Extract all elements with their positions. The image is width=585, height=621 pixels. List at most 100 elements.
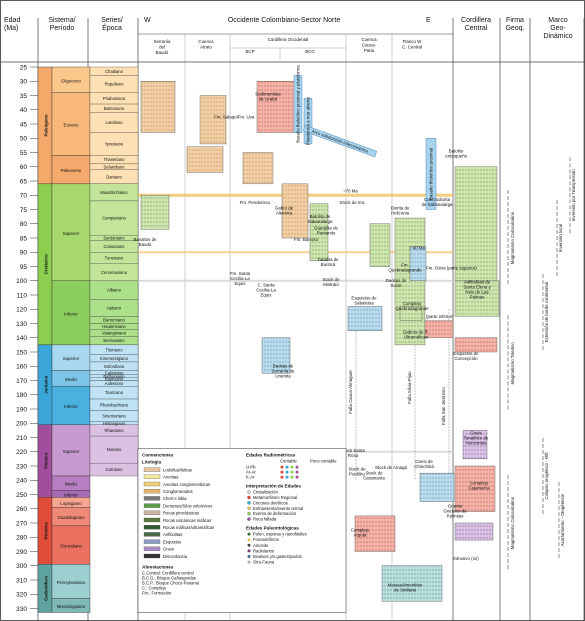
unit-label: Sabanalarga bbox=[308, 219, 333, 224]
column-header: Cordillera Occidental bbox=[268, 37, 309, 42]
stage-name: Turoniano bbox=[105, 256, 124, 261]
atrato-block-upper bbox=[199, 95, 227, 145]
stage-name: Noriano bbox=[107, 447, 122, 452]
radiometric-symbol bbox=[285, 475, 289, 479]
lithology-item: Lodolitas/lutitas bbox=[163, 467, 192, 472]
geochem-label: Magmatismo Calcoalcalino bbox=[510, 496, 515, 549]
unit-label: Pantanito bbox=[317, 230, 336, 235]
interp-item: Cristalización bbox=[253, 490, 279, 495]
unit-label: Sedimentitas bbox=[255, 92, 281, 97]
age-tick: 330 bbox=[16, 606, 27, 613]
stage-name: Titoniano bbox=[105, 347, 123, 352]
lithology-swatch bbox=[143, 510, 161, 515]
abbrev-item: B.C.G.: Bloque Cañasgordas bbox=[142, 576, 196, 581]
marco-label: Marco bbox=[548, 17, 568, 24]
abbrev-item: Fm.: Formación bbox=[142, 591, 172, 596]
note-text: Basalto tholeiítico proximal y plataform… bbox=[296, 65, 301, 143]
stage-name: Luteliano bbox=[106, 120, 124, 125]
radiometric-symbol bbox=[295, 465, 299, 469]
age-tick: 250 bbox=[16, 492, 27, 499]
unit-label: Gneis de bbox=[415, 459, 433, 464]
unit-label: Complejo bbox=[403, 301, 422, 306]
stage-name: Hettangiano bbox=[103, 421, 126, 426]
age-tick: 260 bbox=[16, 506, 27, 513]
lithology-item: Rocas piroclásticas bbox=[163, 511, 199, 516]
fault-label: Falla Silvia-Pijao bbox=[407, 371, 412, 404]
atrato-block bbox=[186, 146, 224, 173]
stage-name: Hauteriviano bbox=[102, 324, 126, 329]
age-tick: 100 bbox=[16, 278, 27, 285]
stage-name: Campaniano bbox=[102, 216, 126, 221]
stage-band bbox=[89, 435, 139, 464]
age-tick: 150 bbox=[16, 349, 27, 356]
note-plataforma bbox=[303, 98, 313, 145]
cajamarca-block bbox=[454, 465, 496, 512]
unit-label: Cecilia-La bbox=[256, 287, 276, 292]
unit-label: Chinchiná bbox=[414, 464, 434, 469]
paleo-symbol bbox=[247, 532, 251, 536]
unit-label: Tonalítico de bbox=[464, 436, 489, 441]
lithology-swatch bbox=[143, 467, 161, 472]
amaga-block bbox=[419, 472, 455, 502]
paleo-item: Polen, esporas y nanofósiles bbox=[253, 532, 307, 537]
stage-name: Ypresiano bbox=[105, 142, 124, 147]
age-tick: 40 bbox=[20, 107, 28, 114]
unit-label: Granulita de bbox=[314, 225, 338, 230]
abbrev-title: Abreviaciones bbox=[142, 565, 174, 570]
age-tick: 140 bbox=[16, 335, 27, 342]
paleo-symbol bbox=[247, 549, 251, 553]
series-name: Cisuraliano bbox=[60, 544, 83, 549]
column-header: Baudó bbox=[156, 50, 169, 55]
stage-name: Bartoniano bbox=[104, 106, 125, 111]
geodynamic-label: Colapso orogénico - Rift bbox=[544, 452, 549, 500]
age-tick: 270 bbox=[16, 520, 27, 527]
stage-name: Toarciano bbox=[105, 390, 124, 395]
unit-label: Granito bbox=[448, 503, 463, 508]
age-tick: 90 bbox=[20, 250, 28, 257]
unit-label: Antioqueño bbox=[445, 154, 468, 159]
lithology-swatch bbox=[143, 532, 161, 537]
paleo-symbol bbox=[247, 543, 251, 547]
unit-label: Complejo bbox=[351, 528, 370, 533]
series-name: Medio bbox=[65, 377, 78, 382]
cordillera-central-label: Cordillera bbox=[461, 17, 491, 24]
paleo-symbol bbox=[247, 538, 251, 542]
column-header: C. Central bbox=[402, 45, 422, 50]
age-tick: 200 bbox=[16, 421, 27, 428]
edad-label: Edad bbox=[4, 17, 20, 24]
lithology-item: Discordancia bbox=[163, 554, 188, 559]
cordillera-central-label: Central bbox=[465, 25, 488, 32]
geochem-label: Magmatismo Calcoalcalino bbox=[510, 211, 515, 264]
lithology-item: Rocas volcánicas máficas bbox=[163, 518, 211, 523]
sinifana-block bbox=[381, 565, 443, 602]
age-tick: 30 bbox=[20, 79, 28, 86]
unit-label: Gabro de bbox=[275, 206, 294, 211]
unit-label: Quebradagrande bbox=[395, 306, 429, 311]
stage-name: Chattiano bbox=[105, 69, 124, 74]
unit-label: Dacitas de bbox=[273, 364, 294, 369]
series-name: Oligoceno bbox=[61, 78, 81, 83]
interp-symbol bbox=[247, 501, 251, 505]
stage-name: Santoniano bbox=[103, 236, 125, 241]
radiometric-col: Poco contable bbox=[310, 459, 337, 464]
age-tick: 45 bbox=[20, 121, 28, 128]
series-band bbox=[51, 564, 91, 599]
stage-name: Aaleniano bbox=[105, 381, 124, 386]
unit-label: Batolito bbox=[449, 149, 464, 154]
series-label: Época bbox=[102, 23, 122, 32]
system-name: Triásico bbox=[44, 452, 49, 469]
fault-label: Falla Cauca-Almaguer bbox=[348, 370, 353, 414]
flanco-green bbox=[394, 217, 426, 346]
stage-name: Rupeliano bbox=[105, 82, 125, 87]
lithology-swatch bbox=[143, 481, 161, 487]
geodynamic-label: Inversión local bbox=[558, 224, 563, 252]
radiometric-symbol bbox=[280, 465, 284, 469]
age-tick: 120 bbox=[16, 307, 27, 314]
stage-name: Bathoniano bbox=[103, 374, 125, 379]
column-header: Patía bbox=[364, 48, 375, 53]
column-header: BCP bbox=[245, 49, 254, 54]
unit-label: Buriticá bbox=[321, 262, 336, 267]
unit-label: Santa Elena y bbox=[463, 285, 491, 290]
age-tick: 95 bbox=[20, 264, 28, 271]
